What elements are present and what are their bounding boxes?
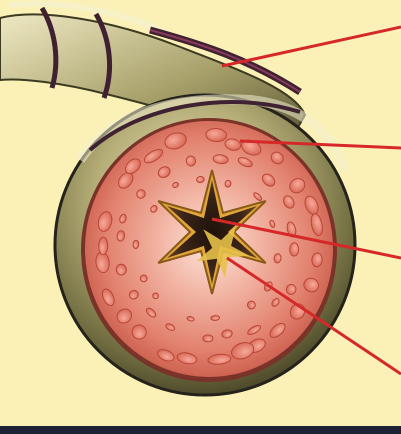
gland xyxy=(196,176,204,183)
gland xyxy=(290,243,299,256)
gland xyxy=(98,237,107,255)
bottom-border xyxy=(0,426,401,434)
gland xyxy=(203,335,213,342)
gland xyxy=(133,240,139,249)
gland xyxy=(211,315,220,321)
